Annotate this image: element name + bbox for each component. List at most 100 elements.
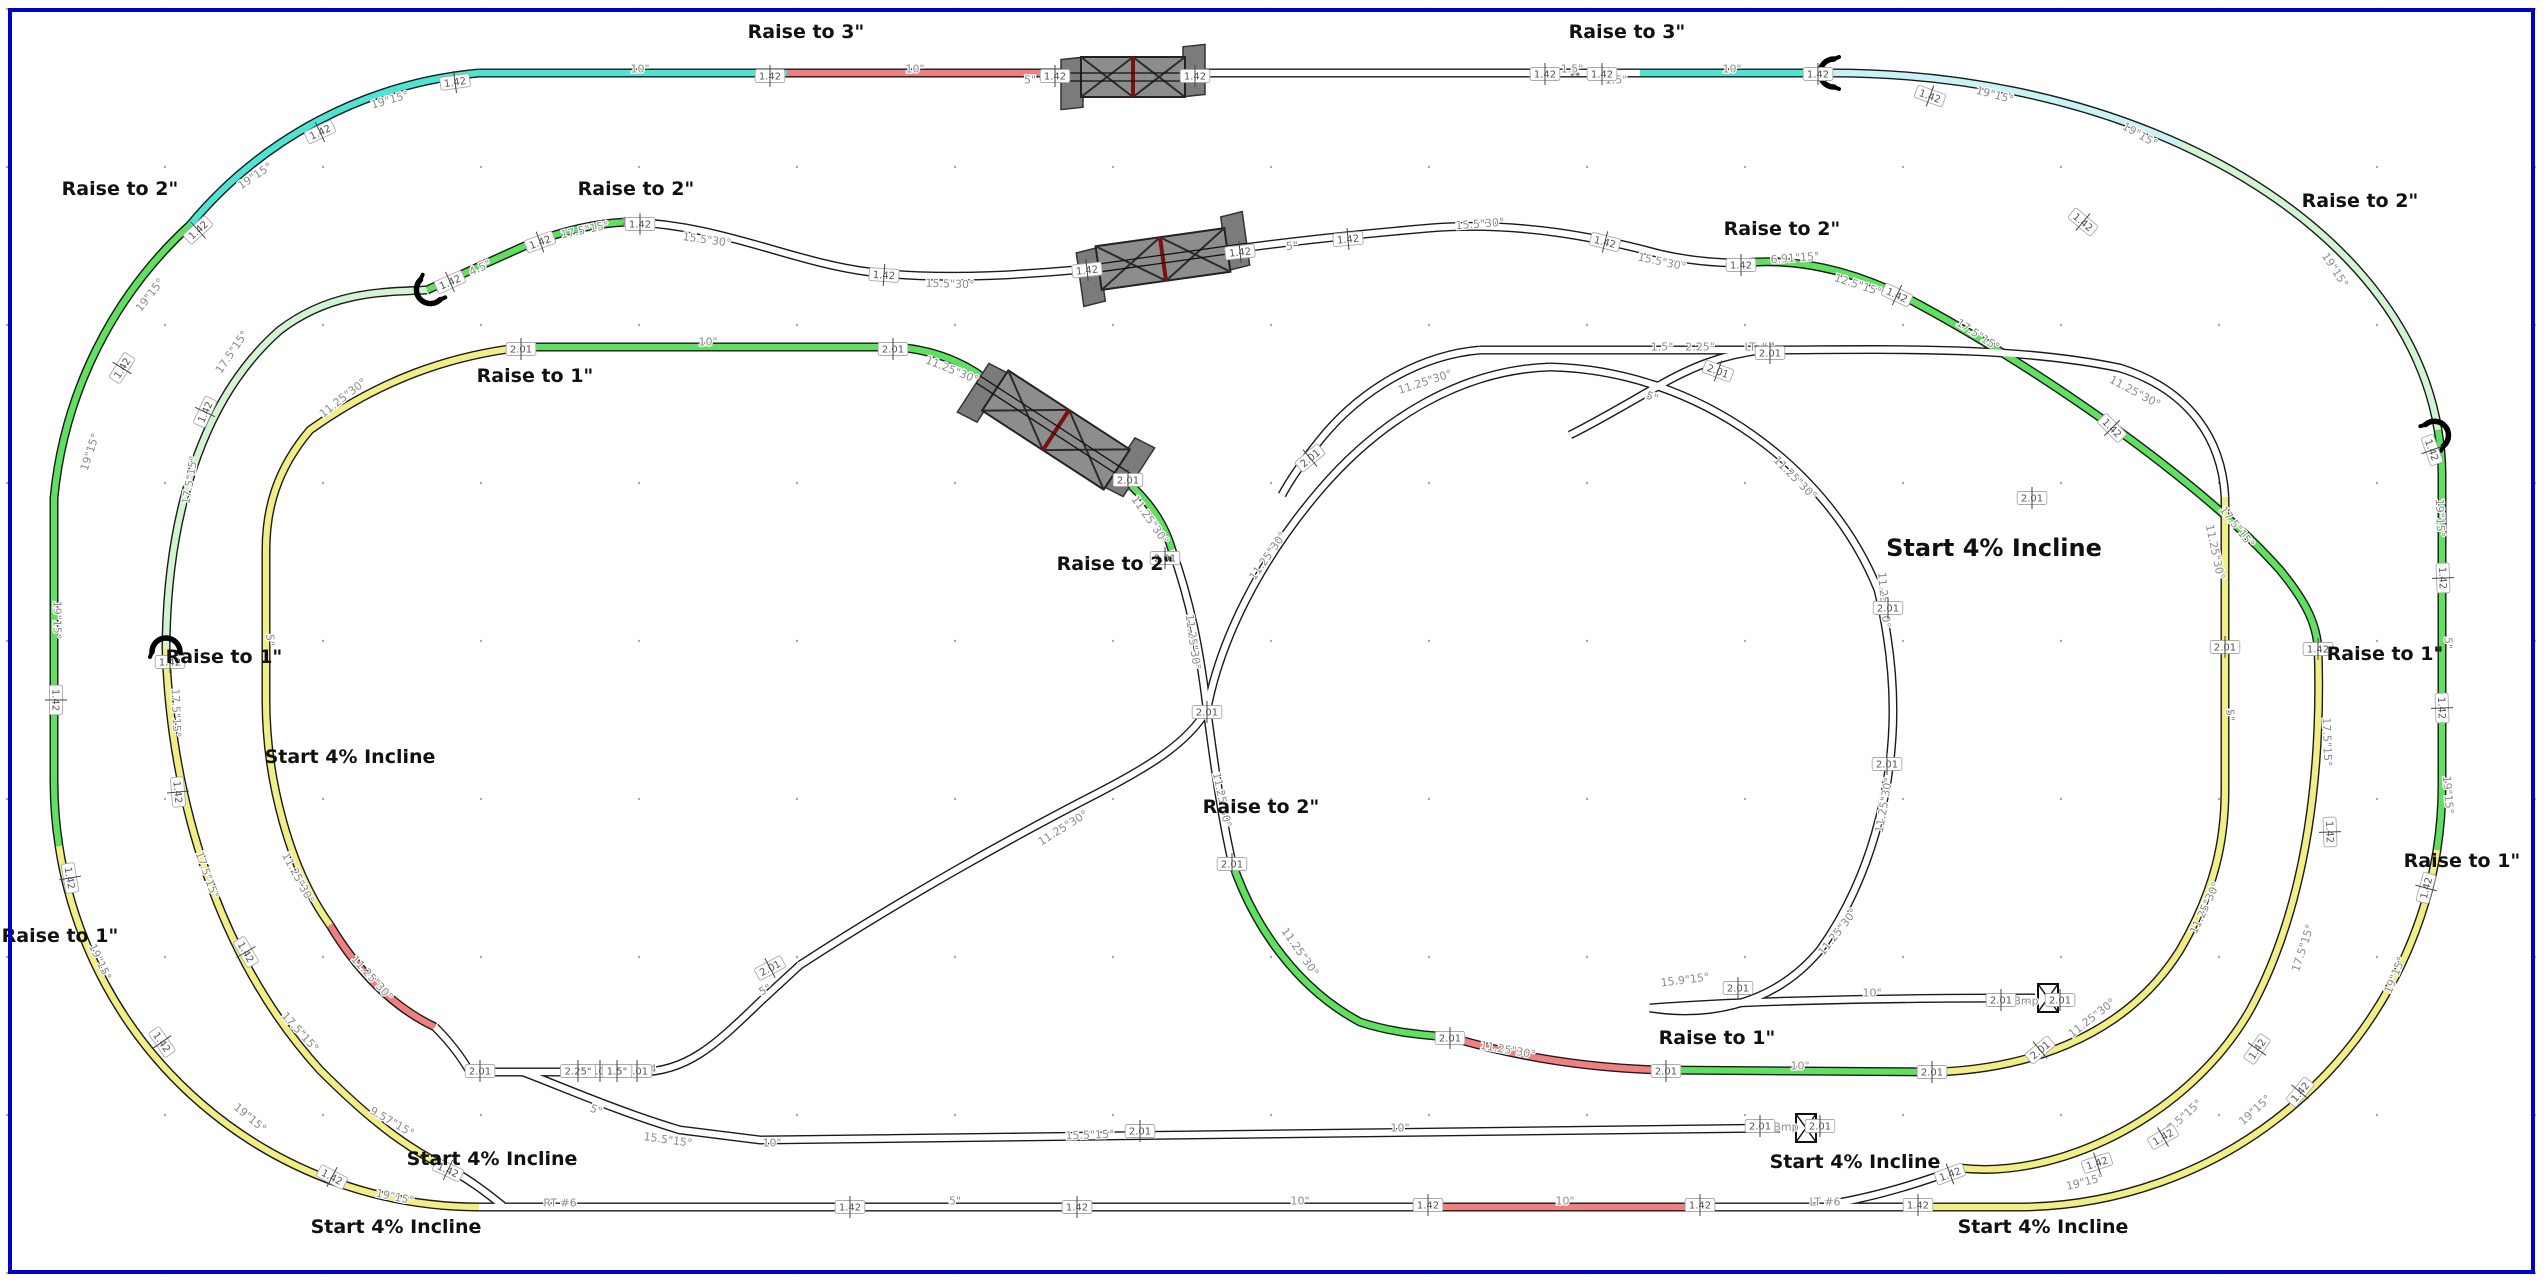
track-segment-red[interactable] [327, 923, 437, 1030]
grade-label[interactable]: Raise to 1" [477, 365, 594, 387]
track-segment-white[interactable] [1203, 363, 1551, 711]
track-segment-white[interactable] [1279, 346, 1481, 497]
grade-label[interactable]: Raise to 1" [2327, 643, 2444, 665]
tunnel-portal-icon[interactable] [409, 272, 448, 311]
grid-dot [953, 797, 957, 801]
track-segment-yellow[interactable] [1930, 849, 2441, 1211]
dim-text: Bmp [2013, 995, 2038, 1008]
bridge-rail [1078, 242, 1247, 268]
grade-label[interactable]: Raise to 2" [1724, 218, 1841, 240]
grade-label[interactable]: Raise to 1" [1659, 1027, 1776, 1049]
track-segment-red[interactable] [1449, 1034, 1661, 1074]
track-segment-green[interactable] [50, 222, 193, 847]
track-segment-cyan[interactable] [187, 69, 480, 227]
grid-dot [2375, 481, 2379, 485]
grid-dot [479, 639, 483, 643]
track-segment-white[interactable] [1568, 346, 1763, 438]
grid-dot [2217, 323, 2221, 327]
segment-dimension: 5" [1023, 72, 1038, 88]
grade-label[interactable]: Raise to 1" [166, 646, 283, 668]
grade-label[interactable]: Raise to 1" [2404, 850, 2521, 872]
grade-label[interactable]: Start 4% Incline [1958, 1216, 2129, 1238]
grid-dot [321, 323, 325, 327]
joint-tick [194, 406, 216, 418]
grade-label[interactable]: Raise to 2" [1057, 553, 1174, 575]
grade-label[interactable]: Start 4% Incline [1770, 1151, 1941, 1173]
truss-bridge-icon[interactable] [956, 347, 1156, 513]
track-segment-yellow[interactable] [1936, 789, 2229, 1076]
segment-dimension: 5" [262, 632, 278, 647]
grade-label[interactable]: Raise to 2" [62, 178, 179, 200]
track-segment-white[interactable] [521, 1069, 1781, 1144]
grade-label[interactable]: Start 4% Incline [265, 746, 436, 768]
track-segment-yellow[interactable] [162, 647, 450, 1171]
grid-dot [1111, 165, 1115, 169]
grade-label[interactable]: Raise to 1" [2, 925, 119, 947]
track-segment-white[interactable] [1169, 548, 1211, 711]
track-segment-white[interactable] [798, 708, 1210, 968]
track-segment-green[interactable] [425, 218, 628, 293]
bridge-center-tie [1041, 408, 1071, 452]
grid-dot [795, 955, 799, 959]
joint-tick [1601, 231, 1609, 253]
track-segment-yellow[interactable] [262, 343, 526, 927]
grid-dot [1901, 955, 1905, 959]
track-segment-white[interactable] [432, 962, 803, 1076]
dimension-chip: 1.42 [754, 65, 786, 87]
track-segment-white[interactable] [1227, 223, 1742, 267]
track-segment-lightcyan[interactable] [1831, 69, 2184, 148]
grade-label[interactable]: Raise to 3" [748, 21, 865, 43]
track-segment-palegreen[interactable] [2180, 142, 2442, 431]
grade-label[interactable]: Start 4% Incline [407, 1148, 578, 1170]
grid-dot [321, 165, 325, 169]
segment-dimension: 10" [629, 61, 651, 77]
bridge-rail [975, 382, 1132, 485]
track-segment-white[interactable] [1649, 709, 1897, 1014]
track-segment-yellow[interactable] [55, 845, 480, 1211]
grid-dot [1743, 323, 1747, 327]
bridge-brace [1042, 448, 1130, 452]
track-segment-white[interactable] [1761, 346, 2229, 498]
track-segment-white[interactable] [1649, 994, 2036, 1012]
track-segment-yellow[interactable] [1959, 646, 2322, 1173]
joint-tick [445, 271, 455, 293]
dimension-chip: 1.42 [1589, 231, 1621, 253]
segment-dimension: 10" [1554, 1193, 1576, 1209]
dimension-chip: 2.01 [1216, 853, 1248, 875]
grade-label[interactable]: Start 4% Incline [1886, 534, 2102, 562]
dim-text: 10" [762, 1137, 781, 1150]
dimension-chip: 2.01 [1650, 1060, 1682, 1082]
track-layer [49, 68, 2447, 1212]
grid-dot [1427, 323, 1431, 327]
grade-label[interactable]: Raise to 2" [1203, 796, 1320, 818]
grade-label[interactable]: Start 4% Incline [311, 1216, 482, 1238]
track-segment-green[interactable] [1740, 258, 2322, 648]
joint-tick [2247, 1042, 2267, 1056]
grid-dot [479, 323, 483, 327]
grid-dot [637, 955, 641, 959]
joint-tick [882, 263, 886, 287]
grid-dot [1269, 639, 1273, 643]
track-segment-palegreen[interactable] [162, 286, 428, 649]
track-segment-green[interactable] [1229, 861, 1451, 1041]
dim-text: 10" [1722, 63, 1741, 76]
grid-dot [1743, 797, 1747, 801]
grid-dot [795, 1113, 799, 1117]
dim-text: 6.91"15° [1770, 250, 1820, 266]
grid-dot [5, 323, 9, 327]
joint-tick [314, 121, 326, 143]
track-segment-white[interactable] [1203, 709, 1236, 863]
tunnel-portal-icon[interactable] [2418, 414, 2455, 453]
track-segment-green[interactable] [1659, 1066, 1938, 1076]
grid-dot [479, 165, 483, 169]
dim-text: 10" [630, 63, 649, 76]
grade-label[interactable]: Raise to 3" [1569, 21, 1686, 43]
grade-label[interactable]: Raise to 2" [578, 178, 695, 200]
track-segment-green[interactable] [2433, 429, 2446, 851]
grid-dot [953, 639, 957, 643]
grade-label[interactable]: Raise to 2" [2302, 190, 2419, 212]
grid-dot [5, 481, 9, 485]
grid-dot [2217, 797, 2221, 801]
